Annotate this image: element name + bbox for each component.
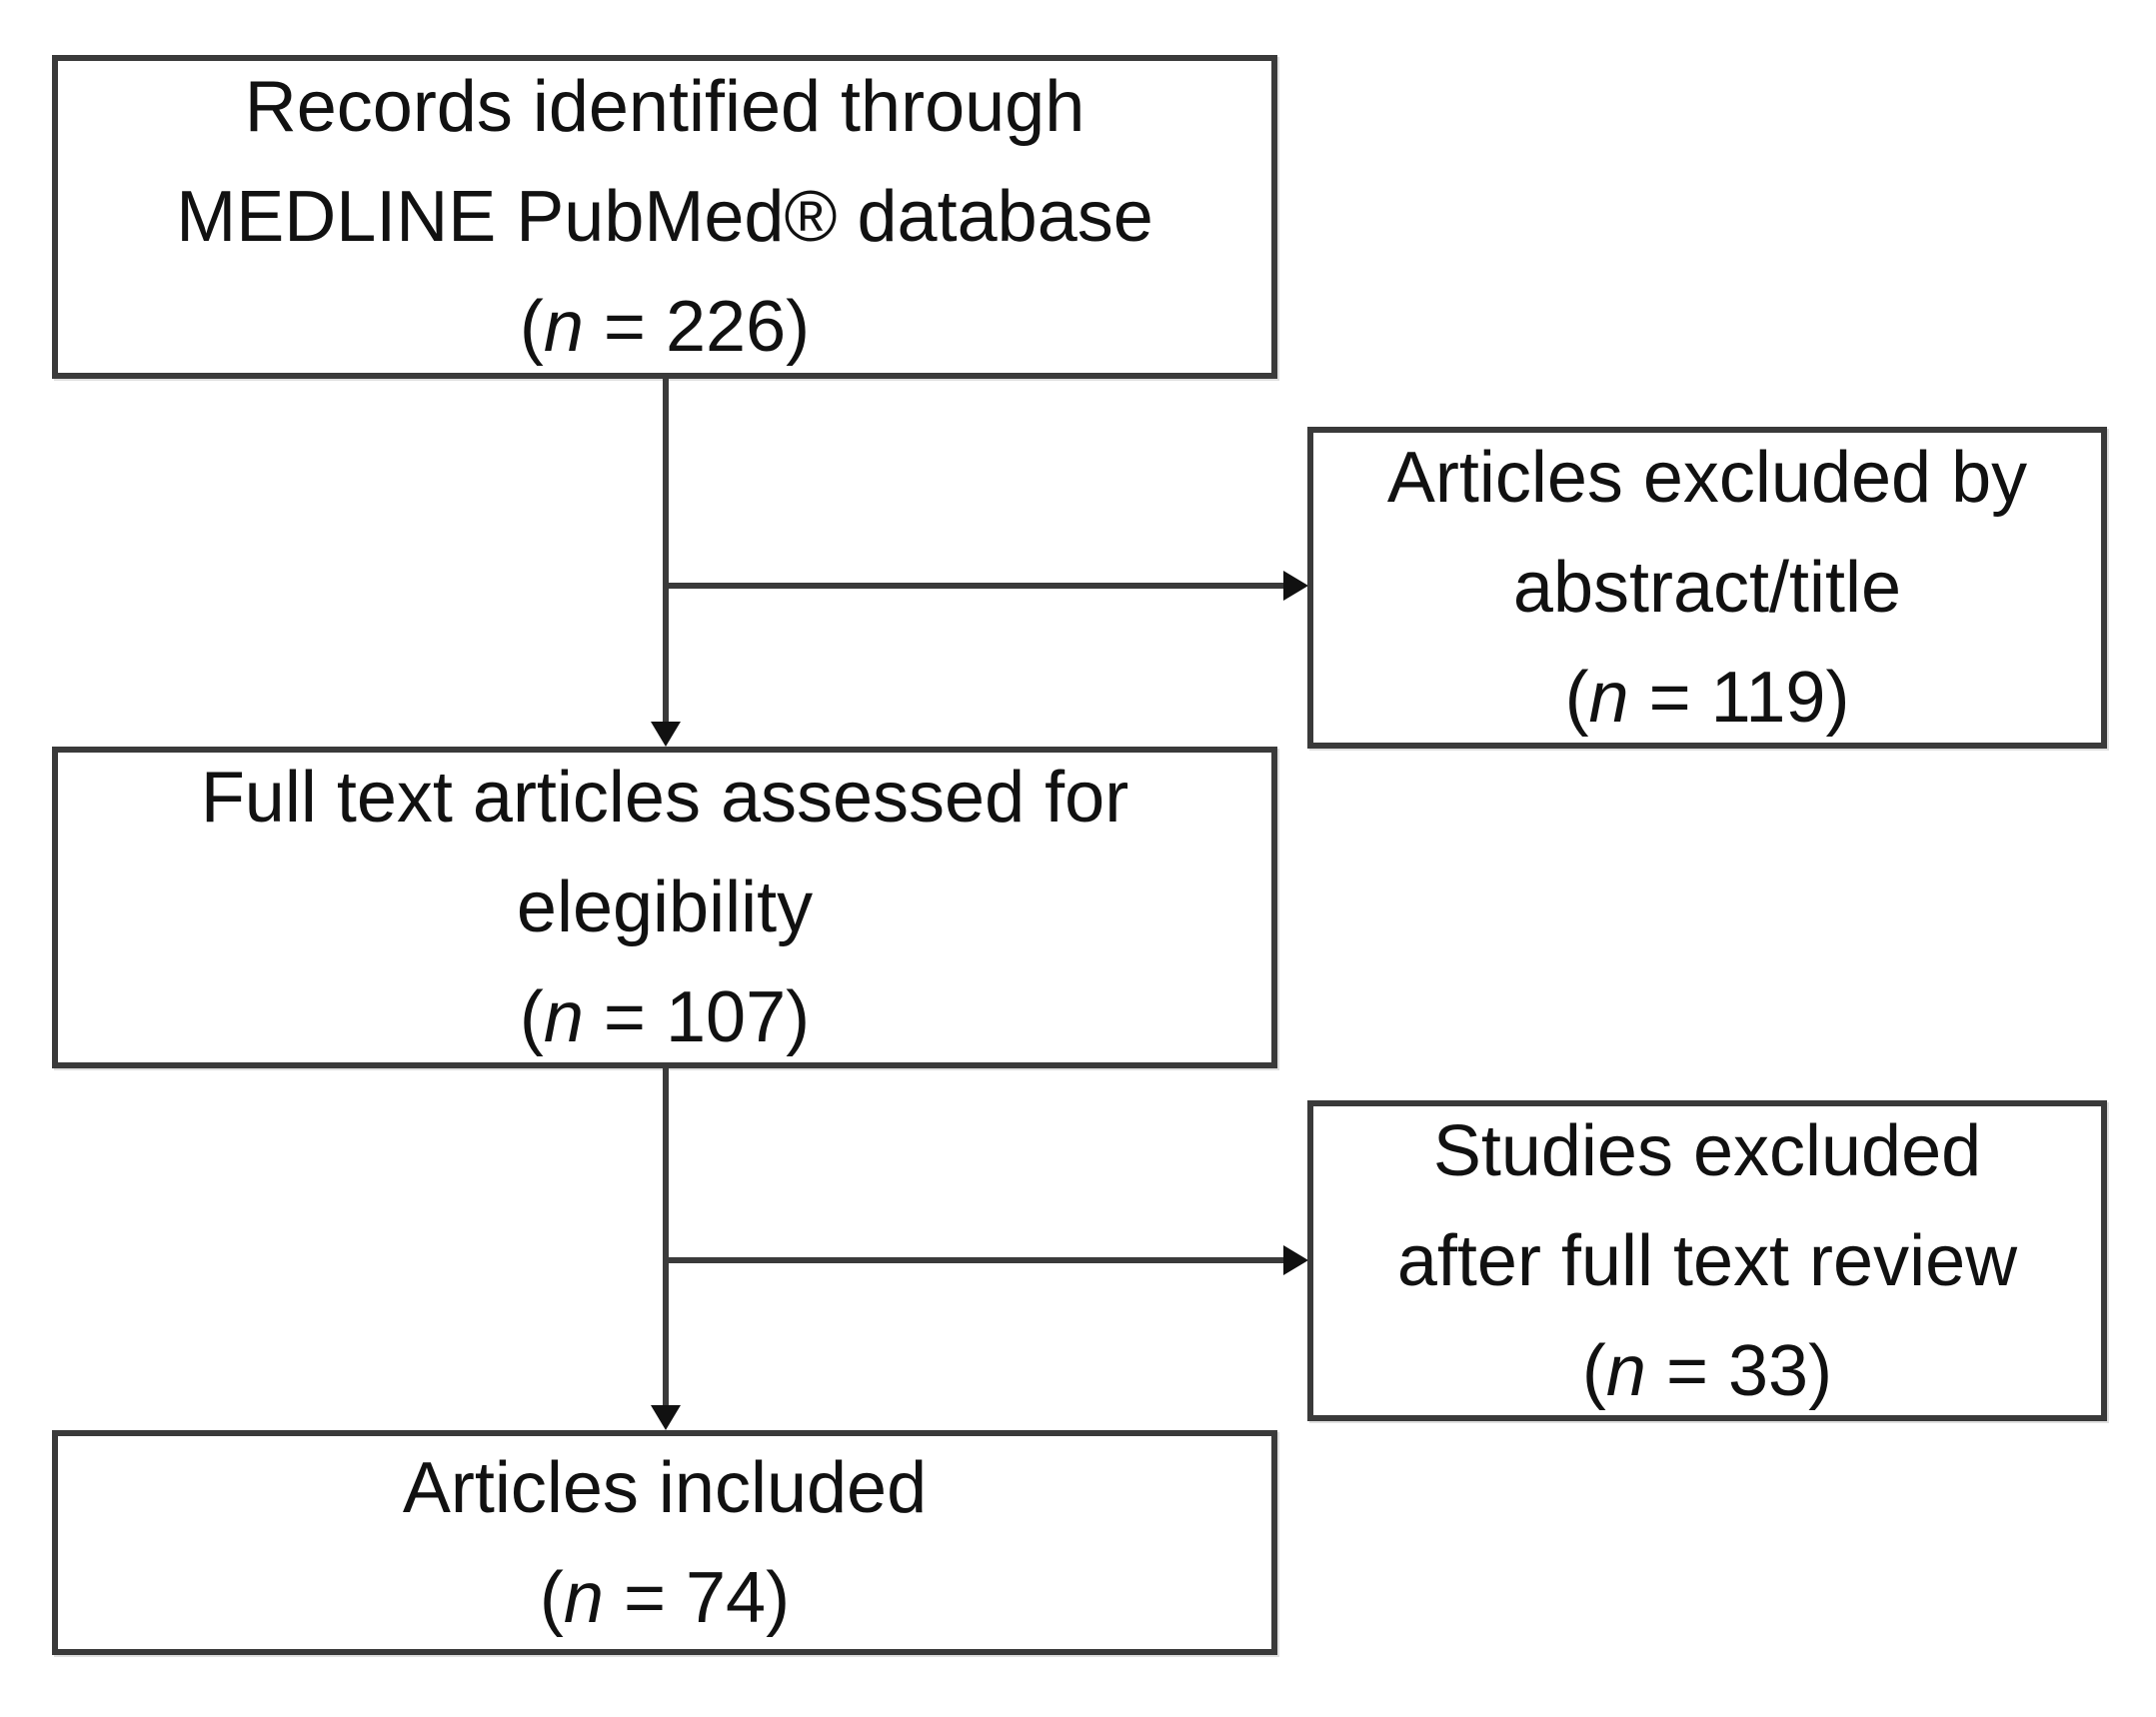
excluded-abstract-line-1: Articles excluded by (1386, 438, 2028, 518)
count-value: 119 (1710, 658, 1826, 738)
count-equals: = (1628, 658, 1711, 738)
count-open: ( (539, 1557, 564, 1638)
fulltext-count: (n = 107) (520, 962, 810, 1072)
fulltext-assessed-box: Full text articles assessed for elegibil… (52, 747, 1277, 1068)
articles-included-box: Articles included (n = 74) (52, 1430, 1277, 1655)
count-close: ) (1825, 658, 1850, 738)
count-close: ) (1808, 1330, 1833, 1411)
count-n-symbol: n (563, 1557, 604, 1638)
excluded-review-line-2: after full text review (1396, 1220, 2018, 1301)
count-close: ) (766, 1557, 791, 1638)
excluded-abstract-count: (n = 119) (1565, 643, 1850, 753)
count-value: 226 (665, 287, 787, 367)
down-arrowhead-icon (651, 1405, 681, 1430)
records-line-2: MEDLINE PubMed® database (176, 177, 1153, 257)
down-arrowhead-icon (651, 722, 681, 747)
excluded-review-line-1: Studies excluded (1432, 1110, 1982, 1191)
count-value: 33 (1728, 1330, 1809, 1411)
count-equals: = (583, 287, 666, 367)
count-equals: = (1645, 1330, 1728, 1411)
count-value: 74 (686, 1557, 767, 1638)
connector-fulltext-to-included (663, 1068, 669, 1408)
count-n-symbol: n (1588, 658, 1629, 738)
records-line-1: Records identified through (244, 67, 1085, 147)
excluded-by-abstract-box: Articles excluded by abstract/title (n =… (1307, 427, 2107, 749)
count-open: ( (1581, 1330, 1606, 1411)
count-equals: = (583, 977, 666, 1057)
records-identified-box: Records identified through MEDLINE PubMe… (52, 55, 1277, 379)
count-equals: = (603, 1557, 686, 1638)
excluded-after-review-box: Studies excluded after full text review … (1307, 1100, 2107, 1421)
connector-records-to-fulltext (663, 379, 669, 725)
count-n-symbol: n (543, 977, 584, 1057)
excluded-review-count: (n = 33) (1582, 1316, 1832, 1426)
excluded-abstract-line-2: abstract/title (1512, 548, 1902, 628)
count-value: 107 (665, 977, 787, 1057)
count-open: ( (1564, 658, 1589, 738)
count-n-symbol: n (543, 287, 584, 367)
right-arrowhead-icon (1283, 1245, 1308, 1275)
count-close: ) (786, 977, 811, 1057)
records-count: (n = 226) (520, 272, 810, 382)
fulltext-line-1: Full text articles assessed for (200, 758, 1129, 838)
connector-branch-to-excluded-abstract (666, 583, 1283, 589)
count-close: ) (786, 287, 811, 367)
connector-branch-to-excluded-review (666, 1257, 1283, 1263)
included-count: (n = 74) (540, 1543, 790, 1653)
right-arrowhead-icon (1283, 571, 1308, 601)
count-open: ( (519, 287, 544, 367)
count-open: ( (519, 977, 544, 1057)
fulltext-line-2: elegibility (516, 867, 814, 947)
count-n-symbol: n (1605, 1330, 1646, 1411)
included-line-1: Articles included (402, 1447, 928, 1528)
